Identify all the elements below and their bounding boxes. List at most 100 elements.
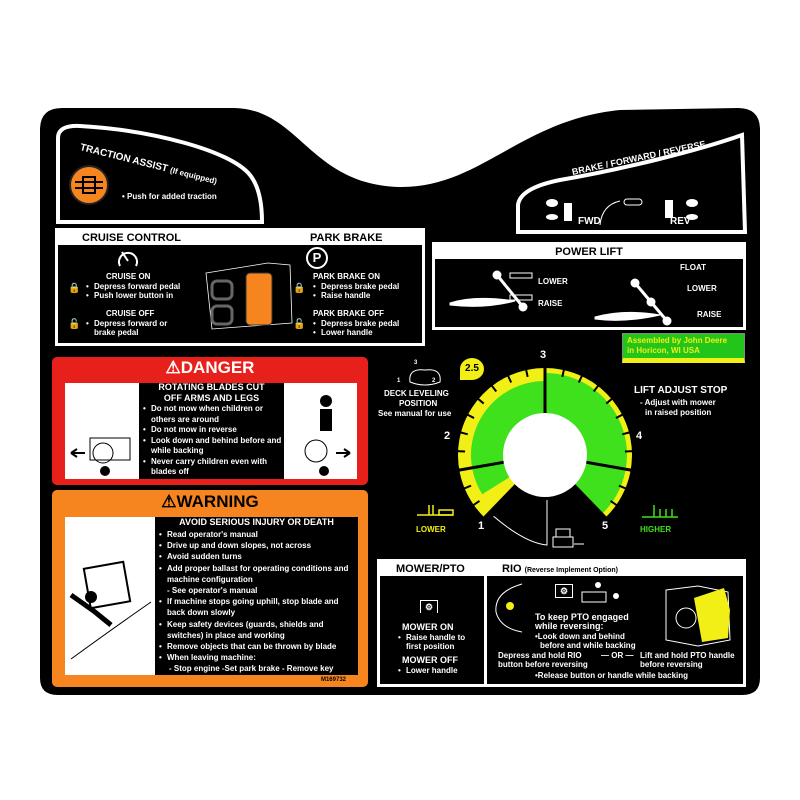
dial-minor-tick [506, 374, 513, 383]
part-number: M169732 [320, 677, 346, 683]
dial-minor-tick [561, 368, 566, 378]
dial-minor-tick [466, 413, 475, 419]
pedal-icons [546, 198, 698, 226]
cut-lower-icon [417, 505, 454, 516]
fwd-label: FWD [578, 216, 601, 227]
cruise-title: CRUISE CONTROL [82, 232, 181, 244]
deck-num-3: 3 [414, 360, 418, 366]
tractor-icon [552, 528, 584, 548]
mower-title: MOWER/PTO [396, 563, 465, 575]
park-brake-icon: P [306, 247, 328, 269]
lift-lower2-label: LOWER [687, 284, 717, 293]
dial-minor-tick [622, 431, 631, 436]
locked-icon: 🔒 [293, 283, 306, 294]
dial-major-tick [482, 482, 519, 520]
park-off-title: PARK BRAKE OFF [313, 309, 384, 318]
deck-leveling-icon [409, 369, 441, 386]
dial-label-1: 1 [478, 520, 485, 532]
dial-minor-tick [524, 368, 529, 378]
locked-icon: 🔒 [68, 283, 81, 294]
cruise-off-title: CRUISE OFF [106, 309, 155, 318]
dial-minor-tick [605, 397, 614, 405]
rider-reversing-icon [581, 582, 619, 603]
unlocked-icon: 🔓 [68, 319, 81, 330]
rio-left2: button before reversing [498, 660, 588, 669]
deck-num-2: 2 [432, 378, 436, 384]
dial-minor-tick [577, 374, 584, 383]
rio-right2: before reversing [640, 660, 703, 669]
warning-item: Read operator's manual [159, 529, 357, 540]
warning-panel: ⚠WARNING AVOID SERIOUS INJURY OR DEATH R… [52, 490, 368, 687]
park-title: PARK BRAKE [310, 232, 383, 244]
rio-right1: Lift and hold PTO handle [640, 651, 735, 660]
mower-off-item: Lower handle [398, 666, 458, 675]
dial-major-tick [458, 460, 506, 472]
park-on-item: Raise handle [313, 291, 399, 300]
traction-assist-icon[interactable] [69, 165, 109, 205]
rio-or: — OR — [601, 651, 634, 660]
dial-label-5: 5 [602, 520, 609, 532]
cruise-on-item: Depress forward pedal [86, 282, 180, 291]
rio-keep2: while reversing: [535, 621, 604, 631]
cut-higher-icon [642, 505, 678, 518]
cruise-on-item: Push lower button in [86, 291, 180, 300]
dial-green-right [545, 373, 627, 514]
lift-raise-label: RAISE [538, 299, 563, 308]
danger-illustration-reverse [65, 383, 139, 479]
rio-button-illustration [495, 583, 523, 633]
lift-lower-label: LOWER [538, 277, 568, 286]
height-dial[interactable] [440, 340, 650, 560]
deck-level-badge: 2.5 [460, 358, 484, 380]
rio-look1: •Look down and behind [535, 632, 625, 641]
dial-major-tick [571, 482, 608, 520]
lower-label: LOWER [416, 525, 446, 534]
mower-off-title: MOWER OFF [402, 655, 458, 665]
power-lift-title: POWER LIFT [435, 245, 743, 259]
dial-minor-tick [459, 431, 468, 436]
danger-item: Do not mow when children or others are a… [143, 404, 283, 425]
unlocked-icon: 🔓 [293, 319, 306, 330]
rio-look2: before and while backing [540, 641, 636, 650]
warning-heading: AVOID SERIOUS INJURY OR DEATH [179, 517, 334, 527]
lift-stop-line2: in raised position [645, 408, 712, 417]
warning-item: Keep safety devices (guards, shields and… [159, 619, 357, 641]
dial-label-4: 4 [636, 430, 643, 442]
park-on-title: PARK BRAKE ON [313, 272, 380, 281]
deck-num-1: 1 [397, 378, 401, 384]
lift-stop-line1: - Adjust with mower [640, 398, 716, 407]
dial-minor-tick [592, 384, 600, 393]
warning-item: Add proper ballast for operating conditi… [159, 563, 357, 585]
pto-handle-illustration [665, 585, 731, 647]
assembled-badge: Assembled by John Deere in Horicon, WI U… [622, 333, 745, 363]
warning-item: Drive up and down slopes, not across [159, 540, 357, 551]
danger-title: ⚠DANGER [165, 358, 255, 377]
lift-stop-title: LIFT ADJUST STOP [634, 385, 728, 396]
warning-sub2: - Stop engine -Set park brake - Remove k… [169, 664, 334, 674]
higher-label: HIGHER [640, 525, 672, 534]
dial-pointer-line [493, 500, 548, 546]
park-off-item: Depress brake pedal [313, 319, 399, 328]
rio-title: RIO (Reverse Implement Option) [502, 563, 618, 575]
warning-item: When leaving machine: [159, 652, 357, 663]
assembled-line2: in Horicon, WI USA [627, 346, 700, 355]
danger-item: Never carry children even with blades of… [143, 457, 283, 478]
dial-label-3: 3 [540, 349, 547, 361]
mower-on-item: Raise handle to first position [398, 633, 478, 651]
rio-release: •Release button or handle while backing [535, 671, 689, 680]
dial-minor-tick [472, 500, 481, 507]
park-on-item: Depress brake pedal [313, 282, 399, 291]
rio-keep1: To keep PTO engaged [535, 612, 629, 622]
danger-panel: ⚠DANGER ROTATING BLADES CUT OFF ARMS AND… [52, 357, 368, 485]
dial-center [503, 413, 587, 497]
warning-title: ⚠WARNING [161, 492, 259, 511]
deck-leveling-line2: POSITION [399, 399, 438, 408]
assembled-line1: Assembled by John Deere [627, 336, 728, 345]
pto-icon: ⚙ [420, 600, 438, 613]
dial-minor-tick [609, 500, 618, 507]
dial-minor-tick [476, 397, 485, 405]
dial-label-2: 2 [444, 430, 451, 442]
dial-minor-tick [463, 484, 472, 490]
cruise-gauge-icon [118, 251, 138, 267]
